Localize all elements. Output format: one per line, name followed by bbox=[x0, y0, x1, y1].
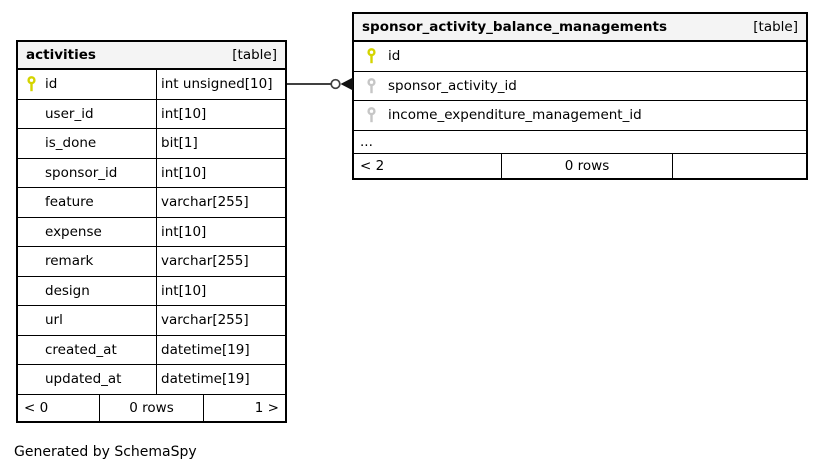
table-row: design int[10] bbox=[18, 276, 285, 306]
column-name-cell: is_done bbox=[18, 129, 157, 158]
table-tag: [table] bbox=[232, 47, 277, 63]
column-name-cell: id bbox=[354, 42, 806, 71]
column-name-cell: updated_at bbox=[18, 365, 157, 394]
column-type: int[10] bbox=[161, 105, 207, 122]
primary-key-icon bbox=[367, 48, 376, 64]
table-row: created_at datetime[19] bbox=[18, 335, 285, 365]
arrowhead-glyph bbox=[340, 77, 353, 91]
column-name-cell: id bbox=[18, 70, 157, 99]
footer-row-count: 0 rows bbox=[100, 394, 204, 421]
column-name-cell: created_at bbox=[18, 335, 157, 364]
column-name-cell: remark bbox=[18, 247, 157, 276]
key-slot bbox=[366, 48, 388, 64]
generated-by-caption: Generated by SchemaSpy bbox=[14, 444, 197, 460]
table-header-activities[interactable]: activities [table] bbox=[18, 42, 285, 70]
column-name-cell: feature bbox=[18, 188, 157, 217]
column-name: user_id bbox=[45, 105, 94, 122]
foreign-key-icon bbox=[367, 77, 376, 93]
column-name: created_at bbox=[45, 341, 117, 358]
column-name-cell: income_expenditure_management_id bbox=[354, 101, 806, 130]
key-slot bbox=[26, 76, 45, 92]
column-type: int[10] bbox=[161, 223, 207, 240]
column-name: updated_at bbox=[45, 371, 122, 388]
column-name: url bbox=[45, 312, 63, 329]
relationship-connector bbox=[287, 77, 353, 91]
column-name: expense bbox=[45, 223, 102, 240]
column-name: sponsor_id bbox=[45, 164, 118, 181]
column-type: varchar[255] bbox=[161, 253, 249, 270]
table-row: id bbox=[354, 42, 806, 72]
table-name[interactable]: sponsor_activity_balance_managements bbox=[362, 19, 667, 35]
table-header-sponsor-activity-balance-managements[interactable]: sponsor_activity_balance_managements [ta… bbox=[354, 14, 806, 42]
table-row: income_expenditure_management_id bbox=[354, 101, 806, 131]
column-type: varchar[255] bbox=[161, 194, 249, 211]
table-footer: < 2 0 rows bbox=[354, 153, 806, 178]
column-name-cell: user_id bbox=[18, 99, 157, 128]
column-type: datetime[19] bbox=[161, 341, 250, 358]
column-type: varchar[255] bbox=[161, 312, 249, 329]
footer-parents-count: 1 > bbox=[254, 399, 279, 416]
key-slot bbox=[366, 77, 388, 94]
column-name: is_done bbox=[45, 135, 97, 152]
zero-or-one-circle-glyph bbox=[330, 78, 341, 90]
table-node-sponsor-activity-balance-managements: sponsor_activity_balance_managements [ta… bbox=[352, 12, 808, 180]
table-row: sponsor_activity_id bbox=[354, 72, 806, 101]
column-name-cell: sponsor_id bbox=[18, 158, 157, 187]
column-type: datetime[19] bbox=[161, 371, 250, 388]
table-row: expense int[10] bbox=[18, 217, 285, 247]
footer-parents-count bbox=[673, 154, 806, 178]
table-row: id int unsigned[10] bbox=[18, 70, 285, 100]
key-slot bbox=[366, 107, 388, 123]
footer-children-count: < 0 bbox=[18, 394, 100, 421]
footer-children-count: < 2 bbox=[354, 153, 502, 178]
column-name: remark bbox=[45, 253, 94, 270]
column-type: bit[1] bbox=[161, 135, 198, 152]
table-row: feature varchar[255] bbox=[18, 188, 285, 218]
column-name: design bbox=[45, 282, 90, 299]
table-row: user_id int[10] bbox=[18, 99, 285, 129]
table-row: sponsor_id int[10] bbox=[18, 158, 285, 188]
column-type: int[10] bbox=[161, 164, 207, 181]
footer-row-count: 0 rows bbox=[502, 153, 673, 178]
table-tag: [table] bbox=[753, 19, 798, 35]
primary-key-icon bbox=[27, 76, 36, 92]
column-type: int unsigned[10] bbox=[161, 76, 273, 93]
column-name: feature bbox=[45, 194, 94, 211]
table-footer: < 0 0 rows 1 > bbox=[18, 394, 285, 421]
hidden-columns-ellipsis: ... bbox=[354, 131, 806, 154]
table-row: is_done bit[1] bbox=[18, 129, 285, 159]
column-name: id bbox=[45, 76, 58, 93]
table-row: remark varchar[255] bbox=[18, 247, 285, 277]
column-name: income_expenditure_management_id bbox=[388, 107, 642, 124]
column-name-cell: url bbox=[18, 306, 157, 335]
table-name[interactable]: activities bbox=[26, 47, 96, 63]
column-type: int[10] bbox=[161, 282, 207, 299]
table-row: updated_at datetime[19] bbox=[18, 365, 285, 395]
table-row: url varchar[255] bbox=[18, 306, 285, 336]
column-name-cell: sponsor_activity_id bbox=[354, 72, 806, 101]
table-node-activities: activities [table] id int unsigned[10] u… bbox=[16, 40, 287, 423]
column-name-cell: expense bbox=[18, 217, 157, 246]
column-name: sponsor_activity_id bbox=[388, 77, 517, 94]
column-name: id bbox=[388, 48, 401, 65]
foreign-key-icon bbox=[367, 107, 376, 123]
column-name-cell: design bbox=[18, 276, 157, 305]
